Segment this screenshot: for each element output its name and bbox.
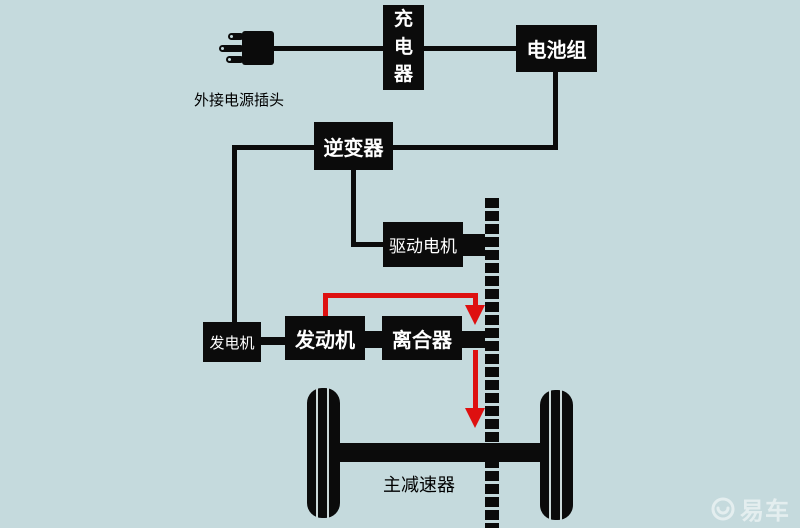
- power-plug-icon: [242, 31, 274, 65]
- engine-flow-arrow: [473, 293, 478, 307]
- yiche-watermark: 易车: [710, 491, 790, 526]
- engine-label: 发动机: [295, 329, 355, 352]
- engine-flow-arrow: [323, 293, 478, 298]
- gear-rack: [485, 198, 499, 528]
- output-flow-arrowhead-icon: [465, 408, 485, 428]
- stub-clutch-rack: [462, 331, 485, 348]
- engine-node: 发动机: [285, 316, 365, 360]
- clutch-node: 离合器: [382, 316, 462, 360]
- battery-label: 电池组: [526, 40, 587, 62]
- axle: [338, 443, 542, 462]
- engine-flow-arrow: [323, 293, 328, 316]
- prong-hole-icon: [230, 35, 233, 38]
- plug-prong-icon: [228, 33, 244, 40]
- drive-motor-label: 驱动电机: [389, 237, 457, 256]
- line-inverter-down: [351, 170, 356, 247]
- clutch-label: 离合器: [392, 329, 452, 352]
- watermark-text: 易车: [740, 498, 790, 525]
- inverter-label: 逆变器: [323, 137, 384, 160]
- generator-node: 发电机: [203, 322, 261, 362]
- charger-label: 充电器: [393, 9, 413, 86]
- plug-prong-icon: [219, 45, 244, 52]
- line-battery-inverter: [393, 145, 558, 150]
- engine-flow-arrowhead-icon: [465, 305, 485, 325]
- smiley-logo-icon: [711, 497, 735, 520]
- prong-hole-icon: [228, 58, 231, 61]
- line-plug-charger: [274, 46, 383, 51]
- line-inverter-left: [232, 145, 314, 150]
- plug-prong-icon: [226, 56, 244, 63]
- inverter-node: 逆变器: [314, 122, 393, 170]
- external-plug-label: 外接电源插头: [194, 93, 285, 109]
- left-wheel: [307, 388, 340, 518]
- right-wheel: [540, 390, 573, 520]
- output-flow-arrow: [473, 350, 478, 410]
- line-inverter-generator: [232, 145, 237, 322]
- line-charger-battery: [424, 46, 516, 51]
- final-drive-label: 主减速器: [383, 475, 455, 495]
- stub-generator-engine: [261, 337, 285, 345]
- charger-node: 充电器: [383, 5, 424, 90]
- line-battery-down: [553, 72, 558, 150]
- battery-node: 电池组: [516, 25, 597, 72]
- prong-hole-icon: [221, 47, 224, 50]
- generator-label: 发电机: [209, 335, 255, 352]
- stub-engine-clutch: [365, 331, 382, 348]
- line-inverter-drivemotor: [351, 242, 383, 247]
- stub-drivemotor-rack: [463, 234, 485, 256]
- drive-motor-node: 驱动电机: [383, 222, 463, 267]
